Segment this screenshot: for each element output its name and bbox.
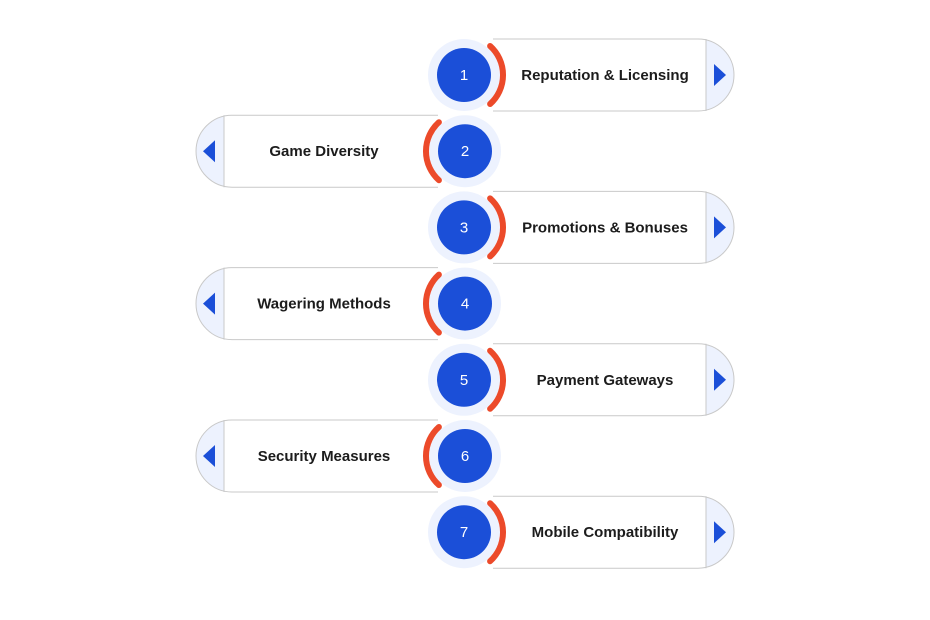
step-label-box: Wagering Methods [195, 267, 438, 341]
label-box-outline [195, 267, 438, 341]
step-label: Mobile Compatibility [532, 524, 679, 541]
step-number: 6 [461, 448, 469, 465]
step-number: 2 [461, 143, 469, 160]
accent-arc [487, 43, 506, 107]
label-box-outline [195, 419, 438, 493]
triangle-left-icon[interactable] [203, 140, 215, 163]
step-label-box: Payment Gateways [493, 343, 735, 417]
step-number: 3 [460, 219, 468, 236]
number-circle [438, 276, 492, 331]
number-circle [438, 124, 492, 179]
label-box-outline [493, 495, 735, 569]
accent-arc [487, 195, 506, 260]
label-box-outline [493, 190, 735, 264]
accent-arc [423, 271, 442, 336]
label-box-outline [493, 343, 735, 417]
number-circle [438, 429, 492, 483]
step-label: Security Measures [258, 448, 391, 465]
step-label: Game Diversity [269, 143, 379, 160]
step-number: 7 [460, 524, 468, 541]
triangle-right-icon[interactable] [714, 216, 726, 239]
step-number: 5 [460, 372, 468, 389]
triangle-left-icon[interactable] [203, 445, 215, 467]
number-circle [437, 48, 491, 102]
accent-arc [487, 500, 506, 565]
triangle-right-icon[interactable] [714, 521, 726, 544]
number-circle [437, 200, 491, 255]
step-4: Wagering Methods 4 [195, 267, 501, 341]
accent-arc [423, 424, 442, 488]
number-circle [437, 505, 491, 560]
step-label-box: Game Diversity [195, 114, 438, 188]
step-3: Promotions & Bonuses 3 [428, 190, 735, 264]
step-label: Wagering Methods [257, 296, 391, 313]
label-box-outline [195, 114, 438, 188]
step-number: 1 [460, 67, 468, 84]
triangle-right-icon[interactable] [714, 368, 726, 391]
step-number: 4 [461, 296, 469, 313]
label-box-outline [493, 38, 735, 112]
step-2: Game Diversity 2 [195, 114, 501, 188]
step-label-box: Mobile Compatibility [493, 495, 735, 569]
step-label-box: Security Measures [195, 419, 438, 493]
step-5: Payment Gateways 5 [428, 343, 735, 417]
step-6: Security Measures 6 [195, 419, 501, 493]
accent-arc [487, 347, 506, 412]
triangle-left-icon[interactable] [203, 292, 215, 315]
step-label: Reputation & Licensing [521, 67, 689, 84]
step-label: Promotions & Bonuses [522, 219, 688, 236]
step-label: Payment Gateways [537, 372, 674, 389]
accent-arc [423, 119, 442, 184]
step-label-box: Reputation & Licensing [493, 38, 735, 112]
step-1: Reputation & Licensing 1 [428, 38, 735, 112]
step-7: Mobile Compatibility 7 [428, 495, 735, 569]
step-label-box: Promotions & Bonuses [493, 190, 735, 264]
triangle-right-icon[interactable] [714, 64, 726, 86]
number-circle [437, 352, 491, 407]
